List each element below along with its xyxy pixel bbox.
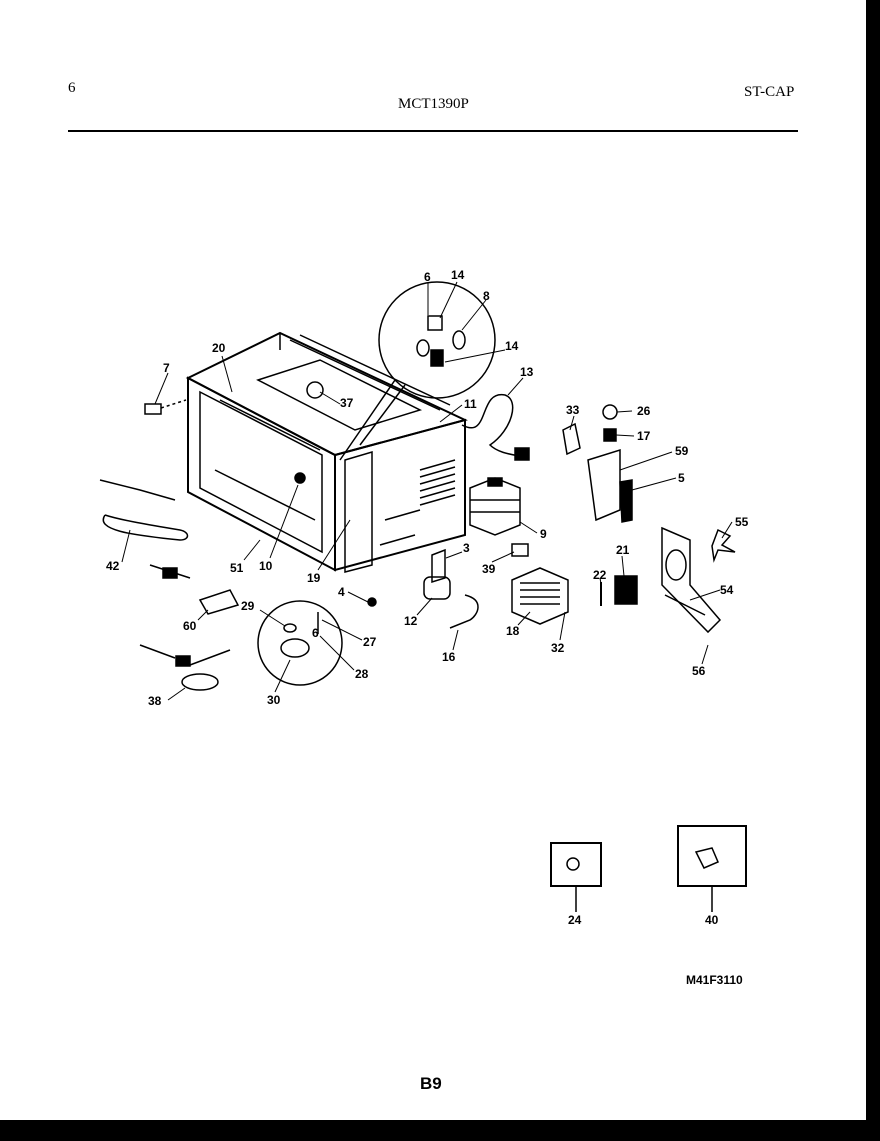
transformer (511, 567, 569, 625)
relay-part (614, 575, 638, 605)
thermal-part (144, 403, 162, 415)
callout-56: 56 (692, 664, 706, 678)
hinge-bracket (198, 589, 240, 615)
part-box-24 (550, 842, 602, 887)
clip-part (511, 543, 529, 557)
callout-6a: 6 (424, 270, 431, 284)
callout-7: 7 (163, 361, 170, 375)
callout-12: 12 (404, 614, 418, 628)
callout-29: 29 (241, 599, 255, 613)
callout-14b: 14 (505, 339, 519, 353)
control-bracket (587, 448, 621, 522)
callout-14a: 14 (451, 268, 465, 282)
callout-40: 40 (705, 913, 719, 927)
knob-part (602, 404, 618, 420)
callout-24: 24 (568, 913, 582, 927)
callout-28: 28 (355, 667, 369, 681)
callout-13: 13 (520, 365, 534, 379)
stirrer-detail-circle (339, 281, 496, 461)
callout-51: 51 (230, 561, 244, 575)
callout-6b: 6 (312, 626, 319, 640)
fan-motor-assembly (661, 526, 736, 634)
callout-5: 5 (678, 471, 685, 485)
callout-18: 18 (506, 624, 520, 638)
callout-20: 20 (212, 341, 226, 355)
callout-4: 4 (338, 585, 345, 599)
callout-32: 32 (551, 641, 565, 655)
leader-lines (121, 281, 733, 701)
exploded-view-diagram: 6 14 8 14 20 7 37 11 13 33 26 17 59 5 9 … (99, 268, 749, 927)
page-number: 6 (68, 80, 76, 96)
callout-16: 16 (442, 650, 456, 664)
callout-26: 26 (637, 404, 651, 418)
callout-59: 59 (675, 444, 689, 458)
callout-17: 17 (637, 429, 651, 443)
callout-55: 55 (735, 515, 749, 529)
vent-slots (419, 459, 456, 506)
leader-dash (160, 399, 187, 409)
capacitor (423, 576, 451, 600)
magnetron (469, 477, 521, 536)
heater-assembly (99, 479, 191, 579)
callout-19: 19 (307, 571, 321, 585)
screw-part (367, 597, 377, 607)
callout-30: 30 (267, 693, 281, 707)
callout-3: 3 (463, 541, 470, 555)
latch-bar (619, 479, 633, 523)
drawing-code: M41F3110 (686, 973, 743, 987)
callout-9: 9 (540, 527, 547, 541)
turntable-motor-detail (257, 600, 343, 686)
callout-11: 11 (464, 397, 477, 411)
callout-22: 22 (593, 568, 607, 582)
callout-60: 60 (183, 619, 197, 633)
callout-42: 42 (106, 559, 120, 573)
header-rule (68, 130, 798, 132)
callout-21: 21 (616, 543, 630, 557)
callout-54: 54 (720, 583, 734, 597)
callout-10: 10 (259, 559, 273, 573)
parts-diagram-page: 6 MCT1390P ST-CAP (0, 0, 866, 1120)
model-number: MCT1390P (398, 96, 469, 112)
part-24-icon (566, 857, 580, 871)
callout-37: 37 (340, 396, 354, 410)
spring-part (603, 428, 617, 442)
brand-code: ST-CAP (744, 84, 795, 100)
callout-39: 39 (482, 562, 496, 576)
part-box-40 (677, 825, 747, 887)
callout-27: 27 (363, 635, 377, 649)
power-cord (461, 394, 530, 461)
callout-33: 33 (566, 403, 580, 417)
callout-8: 8 (483, 289, 490, 303)
callout-38: 38 (148, 694, 162, 708)
oven-cavity (185, 331, 468, 573)
capacitor-bracket (431, 548, 446, 584)
part-40-icon (694, 847, 719, 869)
wire-harness (139, 644, 231, 691)
diode (449, 594, 479, 629)
page-code: B9 (420, 1074, 442, 1093)
callout-labels: 6 14 8 14 20 7 37 11 13 33 26 17 59 5 9 … (106, 268, 749, 927)
switch-bracket (562, 422, 581, 456)
